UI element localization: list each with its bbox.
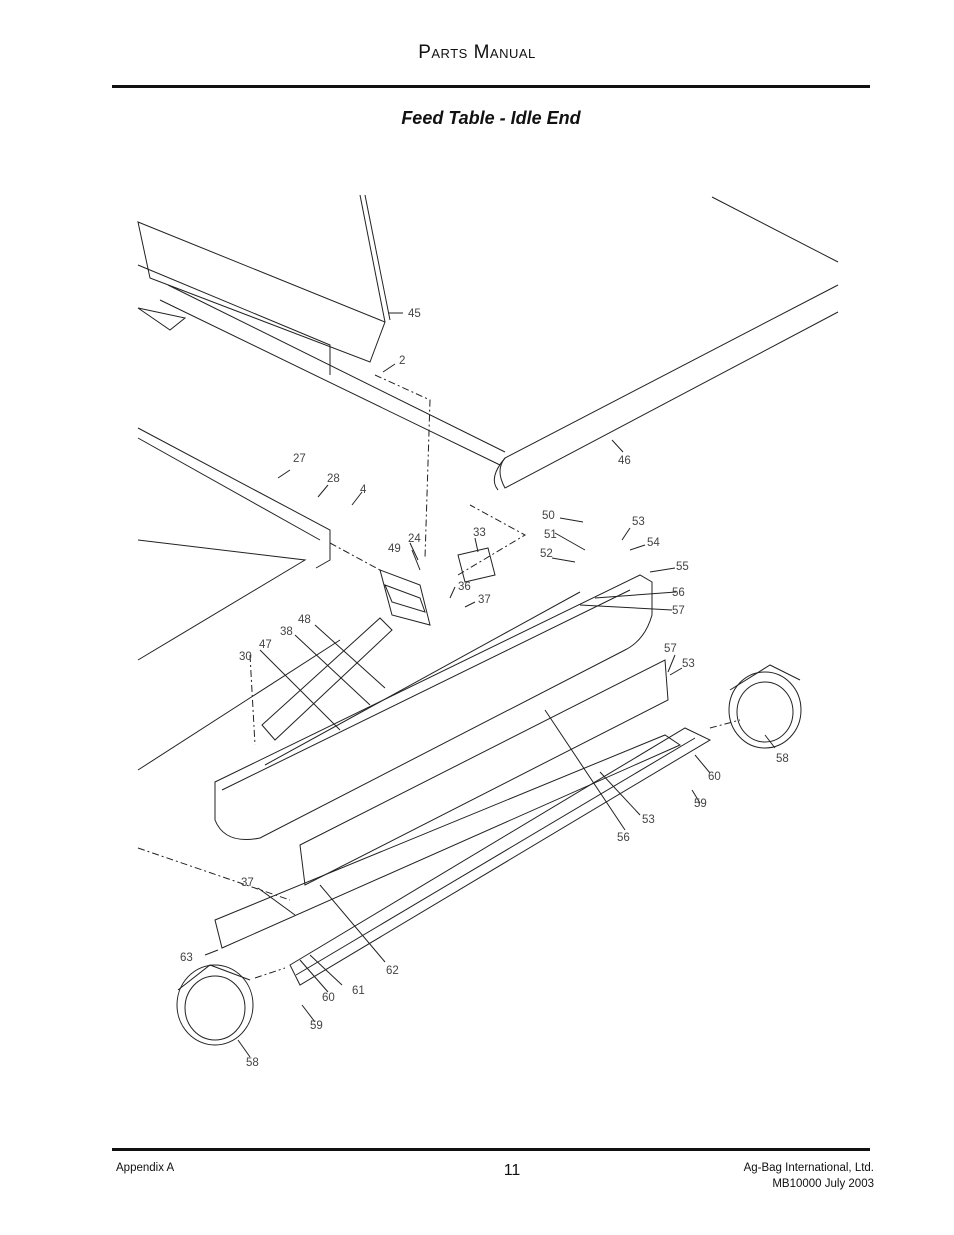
footer-document-id: MB10000 July 2003 [772, 1178, 874, 1190]
section-title: Feed Table - Idle End [401, 108, 581, 128]
callout-label: 61 [352, 985, 365, 997]
callout-label: 50 [542, 510, 555, 522]
callout-label: 47 [259, 639, 272, 651]
callout-label: 58 [246, 1057, 259, 1069]
callout-label: 27 [293, 453, 306, 465]
callout-label: 30 [239, 651, 252, 663]
callout-label: 28 [327, 473, 340, 485]
footer-publisher: Ag-Bag International, Ltd. MB10000 July … [744, 1160, 874, 1192]
callout-label: 53 [642, 814, 655, 826]
callout-label: 36 [458, 581, 471, 593]
callout-label: 62 [386, 965, 399, 977]
page-header-title: Parts Manual [418, 42, 536, 63]
callout-label: 60 [322, 992, 335, 1004]
callout-label: 45 [408, 308, 421, 320]
footer-rule [112, 1148, 870, 1151]
footer-appendix: Appendix A [116, 1162, 175, 1174]
callout-label: 24 [408, 533, 421, 545]
callout-label: 54 [647, 537, 660, 549]
callout-label: 37 [478, 594, 491, 606]
callout-label: 48 [298, 614, 311, 626]
callout-label: 57 [672, 605, 685, 617]
callout-label: 49 [388, 543, 401, 555]
page-number: 11 [503, 1162, 521, 1179]
callout-label: 33 [473, 527, 486, 539]
callout-label: 38 [280, 626, 293, 638]
callout-label: 57 [664, 643, 677, 655]
callout-label: 51 [544, 529, 557, 541]
callout-label: 55 [676, 561, 689, 573]
callout-label: 53 [682, 658, 695, 670]
callout-label: 56 [672, 587, 685, 599]
callout-label: 2 [399, 355, 405, 367]
footer-company: Ag-Bag International, Ltd. [743, 1162, 874, 1174]
callout-label: 59 [310, 1020, 323, 1032]
callout-label: 58 [776, 753, 789, 765]
diagram-linework [137, 194, 839, 1058]
callout-label: 60 [708, 771, 721, 783]
callout-label: 4 [360, 484, 367, 496]
callout-label: 46 [618, 455, 631, 467]
callout-label: 52 [540, 548, 553, 560]
callout-label: 59 [694, 798, 707, 810]
callout-label: 53 [632, 516, 645, 528]
diagram-callouts: 45 2 46 27 28 4 24 49 33 36 37 50 51 52 … [180, 308, 789, 1069]
header-rule [112, 85, 870, 88]
callout-label: 56 [617, 832, 630, 844]
callout-label: 37 [241, 877, 254, 889]
callout-label: 63 [180, 952, 193, 964]
